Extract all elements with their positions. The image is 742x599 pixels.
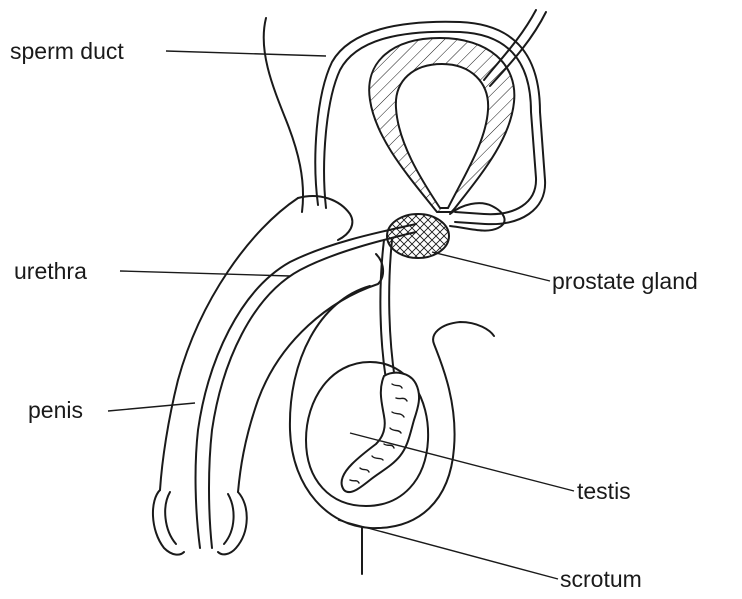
leader-prostate-gland <box>432 252 550 281</box>
seminal-vesicle <box>450 203 505 230</box>
glans-inner-left <box>165 492 176 544</box>
penis-outline-left <box>160 198 298 490</box>
glans-left <box>153 490 184 555</box>
label-urethra: urethra <box>14 258 87 284</box>
leader-urethra <box>120 271 290 276</box>
glans-inner-right <box>224 494 234 544</box>
label-scrotum: scrotum <box>560 566 642 592</box>
bladder-cavity <box>396 64 488 208</box>
epididymis <box>342 373 419 492</box>
leader-sperm-duct <box>166 51 326 56</box>
label-prostate-gland: prostate gland <box>552 268 698 294</box>
body-outline <box>264 18 303 212</box>
leader-scrotum <box>338 520 558 579</box>
leader-penis <box>108 403 195 411</box>
sperm-duct-descending-right <box>389 240 395 380</box>
ureter <box>484 10 536 80</box>
prostate-gland <box>387 214 449 258</box>
label-penis: penis <box>28 397 83 423</box>
label-testis: testis <box>577 478 631 504</box>
sperm-duct-descending-left <box>380 240 386 380</box>
label-sperm-duct: sperm duct <box>10 38 124 64</box>
